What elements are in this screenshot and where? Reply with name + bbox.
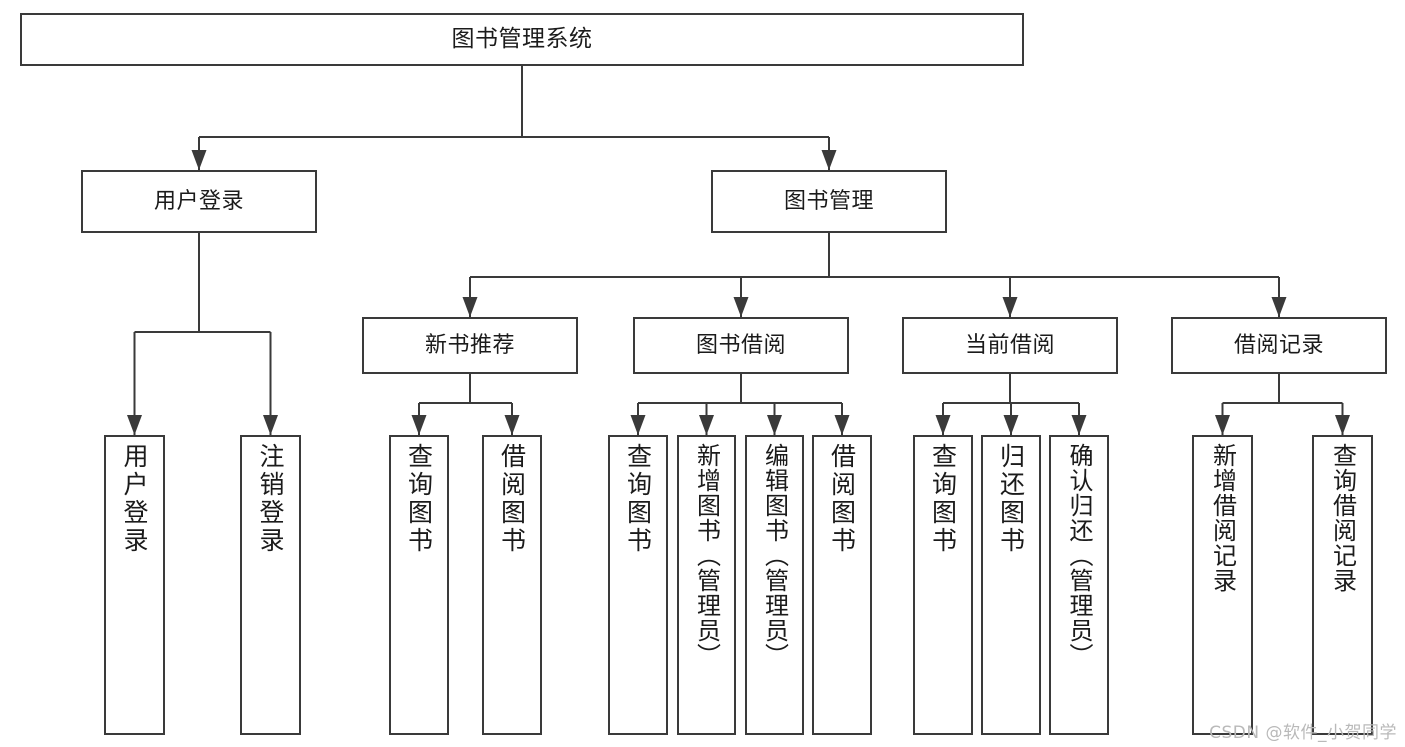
node-label: 归还图书 — [996, 443, 1026, 555]
node-l2[interactable]: 注销登录 — [240, 435, 301, 735]
node-borrow[interactable]: 图书借阅 — [633, 317, 849, 374]
arrow-head-icon — [1071, 415, 1087, 435]
node-label: 新书推荐 — [424, 332, 515, 358]
node-l12[interactable]: 新增借阅记录 — [1192, 435, 1253, 735]
node-l9[interactable]: 查询图书 — [913, 435, 973, 735]
arrow-head-icon — [1335, 415, 1350, 435]
node-current[interactable]: 当前借阅 — [902, 317, 1118, 374]
node-l1[interactable]: 用户登录 — [104, 435, 165, 735]
node-label: 查询图书 — [928, 443, 958, 555]
node-label: 图书借阅 — [695, 332, 786, 358]
node-label: 用户登录 — [153, 188, 244, 214]
node-label: 当前借阅 — [964, 332, 1055, 358]
node-label: 图书管理系统 — [451, 25, 593, 52]
node-label: 借阅图书 — [827, 443, 857, 555]
node-label: 查询借阅记录 — [1328, 443, 1357, 593]
node-records[interactable]: 借阅记录 — [1171, 317, 1387, 374]
node-label: 借阅图书 — [497, 443, 527, 555]
node-newbook[interactable]: 新书推荐 — [362, 317, 578, 374]
node-l6[interactable]: 新增图书（管理员） — [677, 435, 736, 735]
node-l10[interactable]: 归还图书 — [981, 435, 1041, 735]
arrow-head-icon — [733, 297, 749, 317]
node-label: 借阅记录 — [1233, 332, 1324, 358]
node-l3[interactable]: 查询图书 — [389, 435, 449, 735]
arrow-head-icon — [821, 150, 837, 170]
node-l4[interactable]: 借阅图书 — [482, 435, 542, 735]
arrow-head-icon — [834, 415, 850, 435]
node-label: 注销登录 — [256, 443, 285, 555]
node-l5[interactable]: 查询图书 — [608, 435, 668, 735]
arrow-head-icon — [935, 415, 951, 435]
arrow-head-icon — [1271, 297, 1287, 317]
node-l11[interactable]: 确认归还（管理员） — [1049, 435, 1109, 735]
node-bookmgmt[interactable]: 图书管理 — [711, 170, 947, 233]
arrow-head-icon — [1215, 415, 1230, 435]
arrow-head-icon — [630, 415, 646, 435]
arrow-head-icon — [504, 415, 520, 435]
node-label: 编辑图书（管理员） — [760, 443, 789, 668]
arrow-head-icon — [767, 415, 782, 435]
node-l13[interactable]: 查询借阅记录 — [1312, 435, 1373, 735]
node-label: 查询图书 — [404, 443, 434, 555]
node-label: 新增图书（管理员） — [692, 443, 721, 668]
arrow-head-icon — [462, 297, 478, 317]
node-l7[interactable]: 编辑图书（管理员） — [745, 435, 804, 735]
arrow-head-icon — [127, 415, 142, 435]
node-label: 图书管理 — [783, 188, 874, 214]
node-login[interactable]: 用户登录 — [81, 170, 317, 233]
arrow-head-icon — [1002, 297, 1018, 317]
node-label: 确认归还（管理员） — [1065, 443, 1093, 668]
node-label: 新增借阅记录 — [1208, 443, 1237, 593]
arrow-head-icon — [1003, 415, 1019, 435]
node-label: 查询图书 — [623, 443, 653, 555]
node-l8[interactable]: 借阅图书 — [812, 435, 872, 735]
arrow-head-icon — [411, 415, 427, 435]
arrow-head-icon — [191, 150, 207, 170]
node-root[interactable]: 图书管理系统 — [20, 13, 1024, 66]
arrow-head-icon — [699, 415, 714, 435]
arrow-head-icon — [263, 415, 278, 435]
csdn-watermark: CSDN @软件_小贺同学 — [1209, 723, 1397, 743]
node-label: 用户登录 — [120, 443, 149, 555]
